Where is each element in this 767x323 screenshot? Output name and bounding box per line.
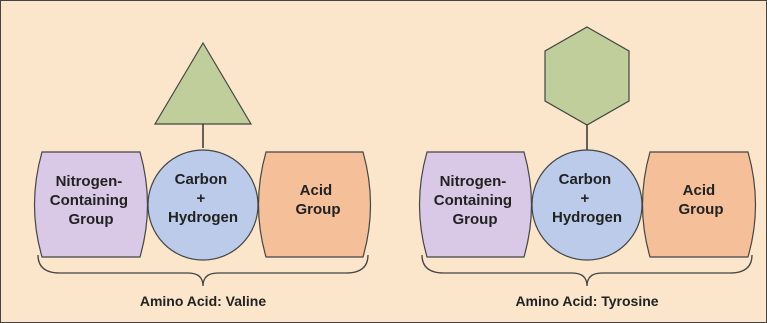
valine-carbon-hydrogen-label: Carbon + Hydrogen — [168, 171, 238, 226]
valine-nitrogen-line-3: Group — [69, 211, 114, 228]
valine-carbon-line-3: Hydrogen — [168, 209, 238, 226]
tyrosine-nitrogen-line-1: Nitrogen- — [440, 173, 507, 190]
valine-nitrogen-group-shape — [33, 151, 149, 258]
valine-diagram: Nitrogen- Containing Group Carbon + Hydr… — [33, 41, 372, 309]
tyrosine-acid-group-shape — [641, 151, 757, 258]
valine-nitrogen-line-2: Containing — [50, 192, 128, 209]
tyrosine-acid-group-label: Acid Group — [679, 182, 724, 218]
valine-carbon-line-1: Carbon — [175, 171, 228, 188]
valine-carbon-line-2: + — [197, 190, 206, 207]
valine-acid-line-2: Group — [296, 201, 341, 218]
tyrosine-nitrogen-group-shape — [418, 151, 533, 258]
tyrosine-carbon-hydrogen-label: Carbon + Hydrogen — [552, 171, 622, 226]
valine-nitrogen-group-label: Nitrogen- Containing Group — [50, 173, 133, 228]
tyrosine-caption: Amino Acid: Tyrosine — [515, 293, 658, 309]
valine-acid-group-shape — [257, 151, 372, 258]
valine-side-chain-triangle — [153, 41, 253, 125]
valine-caption: Amino Acid: Valine — [140, 293, 266, 309]
tyrosine-acid-line-2: Group — [679, 201, 724, 218]
tyrosine-nitrogen-line-3: Group — [453, 211, 498, 228]
tyrosine-side-chain-hexagon — [544, 26, 630, 126]
tyrosine-carbon-line-3: Hydrogen — [552, 209, 622, 226]
tyrosine-acid-line-1: Acid — [683, 182, 716, 199]
valine-acid-group-label: Acid Group — [296, 182, 341, 218]
tyrosine-diagram: Nitrogen- Containing Group Carbon + Hydr… — [418, 26, 757, 309]
tyrosine-carbon-line-1: Carbon — [559, 171, 612, 188]
tyrosine-nitrogen-line-2: Containing — [434, 192, 512, 209]
valine-brace — [37, 254, 369, 287]
valine-acid-line-1: Acid — [300, 182, 333, 199]
valine-nitrogen-line-1: Nitrogen- — [56, 173, 123, 190]
tyrosine-brace — [421, 254, 753, 287]
tyrosine-nitrogen-group-label: Nitrogen- Containing Group — [434, 173, 517, 228]
tyrosine-carbon-line-2: + — [581, 190, 590, 207]
